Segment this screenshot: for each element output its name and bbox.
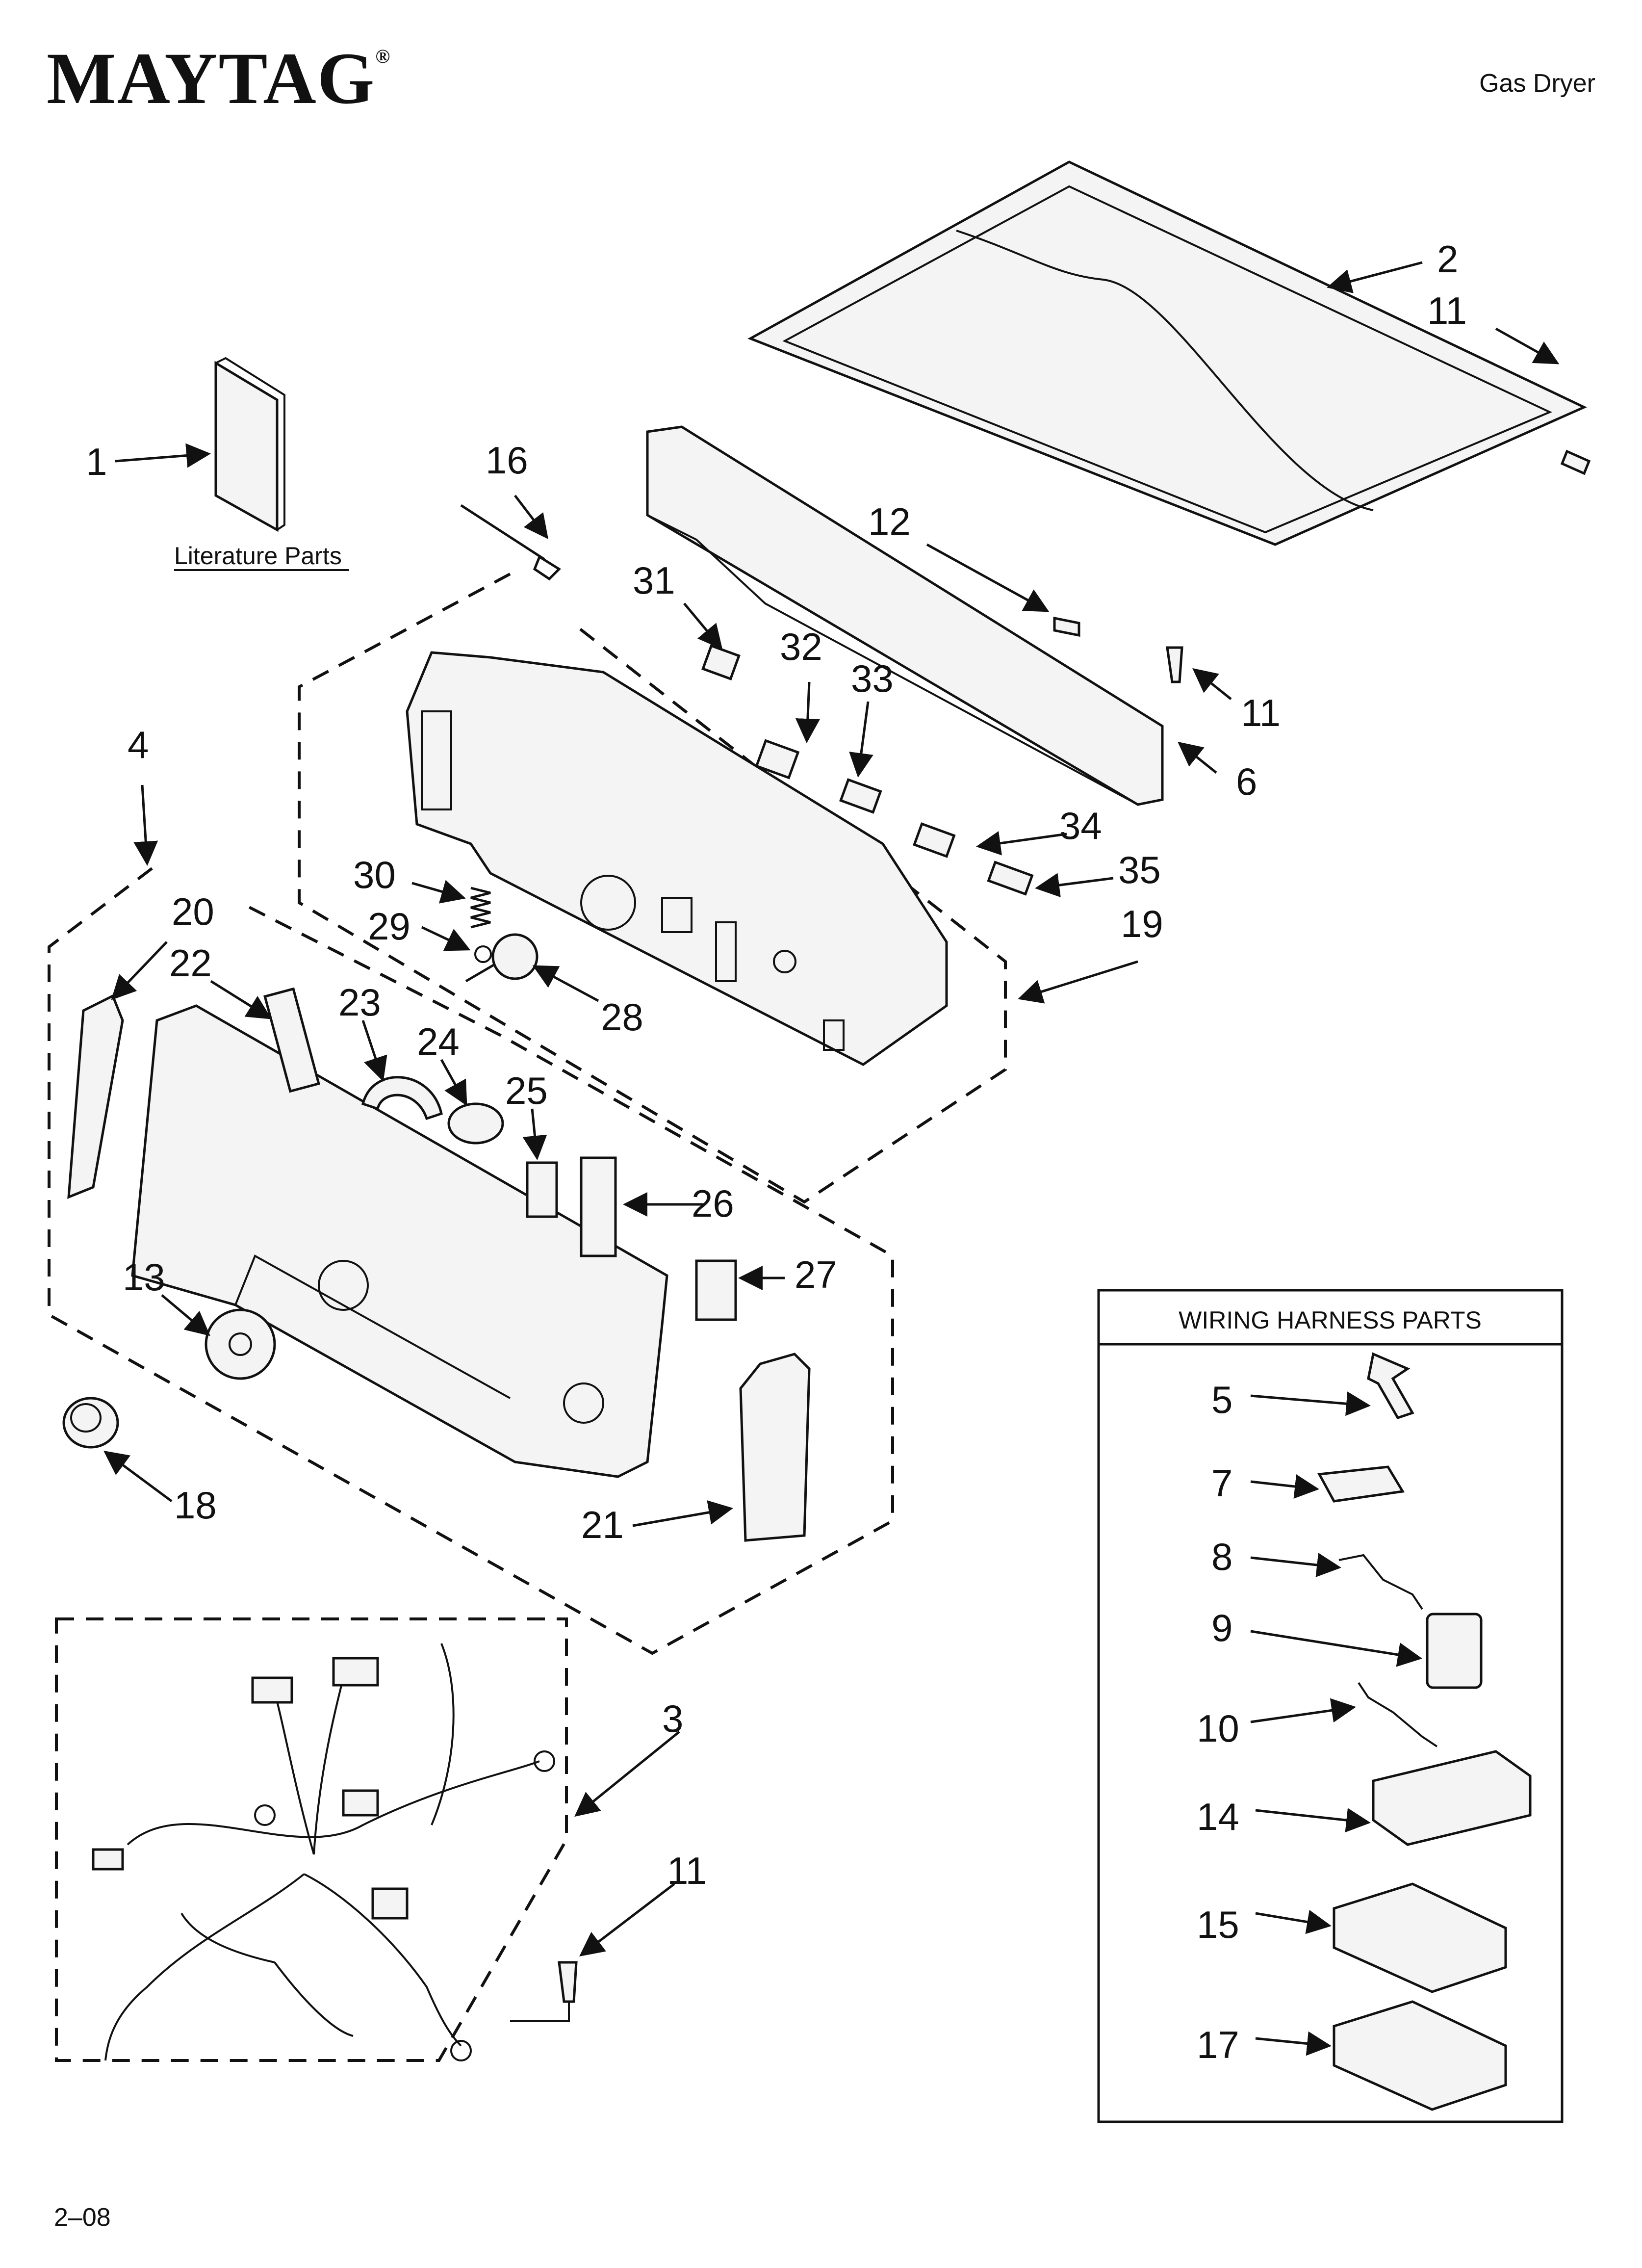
- window-24: [447, 1102, 504, 1145]
- callout-22: 22: [169, 941, 212, 985]
- callout-29: 29: [368, 905, 410, 948]
- connector-housing-14: [1372, 1750, 1532, 1846]
- control-board-housing: [406, 651, 948, 1066]
- bracket-31: [701, 644, 741, 680]
- bracket-35: [987, 860, 1034, 896]
- callout-labels: 1 2 11 16 12 31 11 32 33 6 34 35 4 19 30…: [86, 237, 1467, 2066]
- callout-6: 6: [1236, 760, 1257, 803]
- callout-13: 13: [123, 1255, 165, 1299]
- callout-5: 5: [1211, 1378, 1232, 1421]
- connector-9: [1426, 1613, 1483, 1689]
- connector-housing-15: [1333, 1882, 1507, 1993]
- callout-12: 12: [868, 500, 911, 543]
- screw-11-top: [1560, 449, 1591, 475]
- callout-35: 35: [1118, 848, 1161, 891]
- dial-ring: [205, 1308, 276, 1380]
- callout-30: 30: [353, 853, 396, 896]
- callout-14: 14: [1197, 1795, 1239, 1838]
- button-27: [695, 1259, 737, 1321]
- button-25: [526, 1161, 558, 1218]
- callout-17: 17: [1197, 2023, 1239, 2066]
- button-strip-22: [263, 987, 320, 1093]
- wiring-harness: [92, 1643, 555, 2061]
- ball: [474, 945, 492, 963]
- callout-15: 15: [1197, 1903, 1239, 1946]
- literature-booklet: [214, 357, 285, 532]
- screw-11-bottom: [558, 1961, 578, 2003]
- button-strip-26: [580, 1156, 617, 1257]
- callout-27: 27: [795, 1253, 837, 1296]
- callout-11-top: 11: [1427, 289, 1467, 332]
- cable-tie: [460, 504, 561, 581]
- callout-24: 24: [417, 1020, 460, 1063]
- right-end-cap: [739, 1353, 811, 1542]
- rotary-switch: [465, 933, 539, 983]
- screw-11-mid: [1166, 646, 1183, 683]
- callout-34: 34: [1059, 804, 1102, 847]
- panel-assembly-outline: [298, 573, 1007, 1204]
- callout-11-bottom: 11: [667, 1849, 707, 1892]
- callout-4: 4: [128, 723, 149, 766]
- bracket-34: [913, 822, 956, 858]
- callout-33: 33: [851, 657, 894, 700]
- screw-12: [1053, 616, 1080, 637]
- control-backing-panel: [646, 425, 1164, 806]
- callout-9: 9: [1211, 1606, 1232, 1649]
- page-code: 2–08: [54, 2203, 111, 2232]
- callout-16: 16: [486, 439, 528, 482]
- harness-box-title: WIRING HARNESS PARTS: [1179, 1306, 1482, 1334]
- wiring-harness-parts-box: [1097, 1289, 1564, 2123]
- clip-5: [1367, 1352, 1414, 1420]
- knob: [62, 1397, 119, 1449]
- callout-11-mid: 11: [1241, 691, 1281, 734]
- bracket-33: [839, 778, 882, 814]
- console-panel: [131, 1004, 668, 1478]
- literature-parts-label: Literature Parts: [174, 542, 342, 570]
- left-end-cap: [67, 994, 124, 1199]
- callout-26: 26: [692, 1182, 734, 1225]
- callout-3: 3: [662, 1697, 683, 1740]
- connector-housing-17: [1333, 2000, 1507, 2111]
- harness-outline: [55, 1617, 568, 2062]
- callout-2: 2: [1437, 237, 1458, 281]
- callout-arrows: [103, 261, 1560, 2056]
- callout-20: 20: [172, 890, 214, 933]
- callout-18: 18: [174, 1484, 217, 1527]
- callout-19: 19: [1121, 902, 1163, 945]
- top-panel: [747, 160, 1587, 546]
- callout-31: 31: [633, 559, 675, 602]
- spring: [470, 886, 491, 929]
- callout-7: 7: [1211, 1461, 1232, 1505]
- callout-21: 21: [581, 1503, 624, 1546]
- console-assembly-outline: [48, 867, 894, 1655]
- callout-28: 28: [601, 995, 643, 1039]
- callout-25: 25: [505, 1069, 548, 1112]
- callout-1: 1: [86, 440, 107, 483]
- callout-10: 10: [1197, 1707, 1239, 1750]
- terminal-8: [1338, 1554, 1423, 1610]
- callout-23: 23: [338, 981, 381, 1024]
- connector-7: [1317, 1465, 1405, 1503]
- document-type: Gas Dryer: [1479, 69, 1595, 98]
- bracket-32: [755, 739, 800, 780]
- callout-8: 8: [1211, 1535, 1232, 1578]
- callout-32: 32: [780, 625, 822, 668]
- brand-logo: MAYTAG®: [47, 38, 391, 119]
- terminal-10: [1358, 1682, 1438, 1747]
